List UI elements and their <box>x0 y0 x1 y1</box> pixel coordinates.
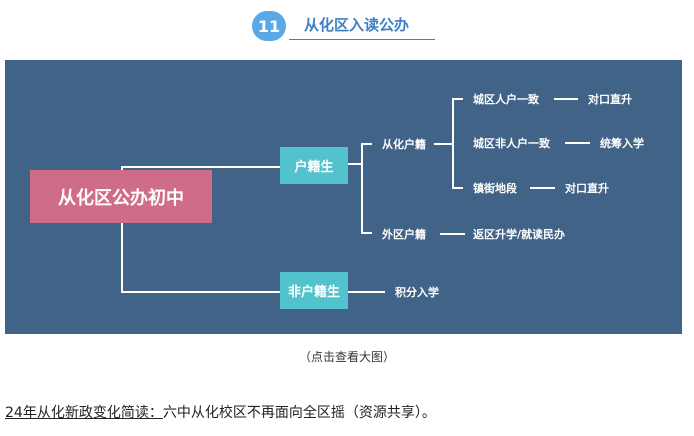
conghua-hukou-label: 从化户籍 <box>382 138 426 151</box>
policy-note: 24年从化新政变化简读：六中从化校区不再面向全区摇（资源共享）。 <box>5 402 436 422</box>
title-underline <box>289 39 435 40</box>
item-result: 对口直升 <box>588 93 632 106</box>
item-result: 对口直升 <box>565 182 609 195</box>
view-large-caption[interactable]: （点击查看大图） <box>298 350 395 364</box>
note-text: 六中从化校区不再面向全区摇（资源共享）。 <box>162 405 436 421</box>
item-label: 城区人户一致 <box>473 93 539 106</box>
section-number-badge: 11 <box>252 11 286 41</box>
section-title: 从化区入读公办 <box>304 16 410 34</box>
non-hukou-result: 积分入学 <box>395 286 439 299</box>
root-node: 从化区公办初中 <box>30 170 212 223</box>
item-label: 镇街地段 <box>473 182 517 195</box>
other-hukou-label: 外区户籍 <box>382 228 426 241</box>
other-result: 返区升学/就读民办 <box>473 228 566 241</box>
non-hukou-node: 非户籍生 <box>280 272 348 309</box>
connector-lines <box>121 98 590 293</box>
note-heading: 24年从化新政变化简读： <box>5 405 163 421</box>
item-result: 统筹入学 <box>600 137 644 150</box>
hukou-node: 户籍生 <box>280 147 348 184</box>
item-label: 城区非人户一致 <box>473 137 550 150</box>
mindmap-diagram[interactable]: 从化区公办初中 户籍生 非户籍生 从化户籍 外区户籍 城区人户一致 对口直升 城… <box>5 60 682 334</box>
